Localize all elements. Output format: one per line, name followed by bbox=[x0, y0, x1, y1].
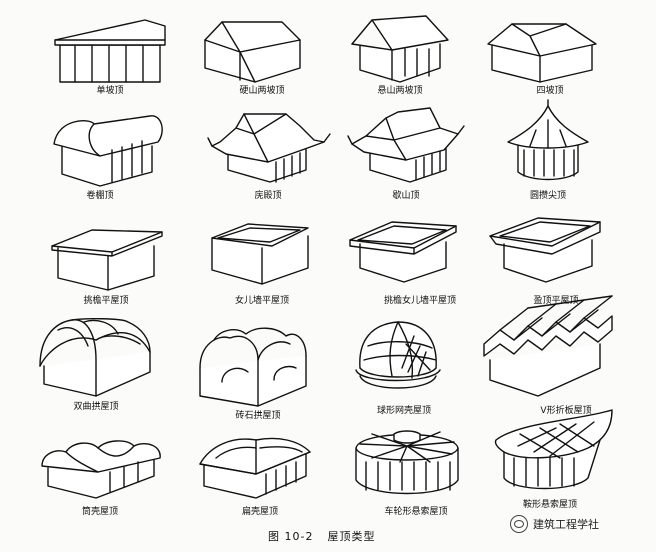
roof-drawing-spherical-shell bbox=[355, 321, 441, 389]
watermark-text: 建筑工程学社 bbox=[533, 518, 599, 531]
roof-label-flat-eaves: 挑檐平屋顶 bbox=[83, 296, 129, 306]
roof-drawing-flat-shell bbox=[199, 437, 311, 499]
roof-label-rolled: 卷棚顶 bbox=[86, 191, 114, 201]
roof-drawing-gable-overhang bbox=[351, 15, 449, 83]
figure-caption: 图 10-2 屋顶类型 bbox=[268, 530, 375, 544]
roof-drawing-double-curved-arch bbox=[39, 317, 151, 397]
roof-drawing-v-folded bbox=[483, 295, 613, 397]
caption-number: 图 10-2 bbox=[268, 530, 314, 543]
roof-drawing-monopitch bbox=[54, 19, 166, 83]
roof-label-hip-gable: 歇山顶 bbox=[392, 191, 420, 201]
roof-drawing-flat-lu bbox=[489, 217, 601, 283]
roof-label-v-folded: V形折板屋顶 bbox=[540, 406, 592, 416]
roof-drawing-flat-eaves-parapet bbox=[349, 221, 457, 283]
roof-label-gable-overhang: 悬山两坡顶 bbox=[377, 86, 423, 96]
roof-label-double-curved-arch: 双曲拱屋顶 bbox=[73, 402, 119, 412]
roof-drawing-barrel-shell bbox=[41, 440, 161, 499]
roof-label-hip-upturned: 庑殿顶 bbox=[254, 191, 282, 201]
roof-label-monopitch: 单坡顶 bbox=[96, 86, 124, 96]
roof-drawing-hip bbox=[487, 23, 597, 83]
roof-label-saddle-suspension: 鞍形悬索屋顶 bbox=[522, 500, 578, 510]
roof-label-hip: 四坡顶 bbox=[536, 86, 564, 96]
roof-drawing-round-pyramidal bbox=[507, 99, 589, 181]
roof-drawing-hip-gable bbox=[347, 107, 465, 183]
roof-drawing-hip-upturned bbox=[207, 113, 331, 183]
roof-label-barrel-shell: 筒壳屋顶 bbox=[81, 507, 119, 517]
roof-label-flat-shell: 扁壳屋顶 bbox=[241, 507, 279, 517]
roof-drawing-flat-eaves bbox=[51, 229, 163, 291]
roof-label-spherical-shell: 球形网壳屋顶 bbox=[376, 406, 432, 416]
roof-label-flat-eaves-parapet: 挑檐女儿墙平屋顶 bbox=[383, 296, 457, 306]
roof-drawing-saddle-suspension bbox=[494, 409, 613, 490]
roof-drawing-flat-parapet bbox=[211, 223, 309, 285]
roof-label-gable-flush: 硬山两坡顶 bbox=[239, 86, 285, 96]
roof-label-flat-parapet: 女儿墙平屋顶 bbox=[234, 296, 290, 306]
caption-title: 屋顶类型 bbox=[327, 530, 376, 543]
roof-drawing-gable-flush bbox=[204, 21, 301, 83]
roof-label-flat-lu: 盈顶平屋顶 bbox=[533, 296, 579, 306]
roof-drawing-wheel-suspension bbox=[355, 430, 459, 495]
roof-drawing-masonry-arch bbox=[199, 327, 307, 407]
roof-drawing-rolled bbox=[53, 115, 163, 187]
wechat-icon bbox=[510, 515, 528, 533]
roof-label-round-pyramidal: 圆攒尖顶 bbox=[529, 191, 567, 201]
roof-label-masonry-arch: 砖石拱屋顶 bbox=[235, 411, 281, 421]
watermark: 建筑工程学社 bbox=[510, 515, 599, 533]
roof-label-wheel-suspension: 车轮形悬索屋顶 bbox=[384, 507, 448, 517]
